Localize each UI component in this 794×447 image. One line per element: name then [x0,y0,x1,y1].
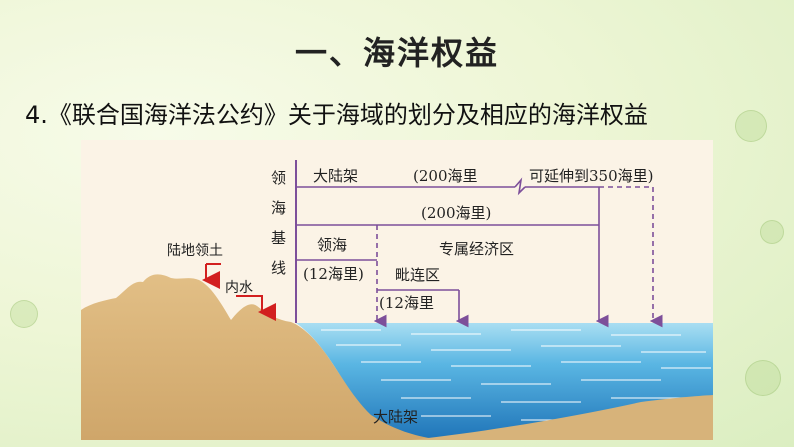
decor-bubble [745,360,781,396]
baseline-char: 基 [271,229,286,247]
baseline-char: 海 [271,199,286,217]
decor-bubble [10,300,38,328]
continental-shelf-bottom-label: 大陆架 [373,408,418,426]
contiguous-zone-range-label: (12海里 [379,294,434,312]
internal-waters-label: 内水 [225,280,253,296]
decor-bubble [760,220,784,244]
shelf-range-label: (200海里 [413,167,477,185]
decor-bubble [735,110,767,142]
land-territory-label: 陆地领土 [167,243,223,259]
baseline-char: 线 [271,259,286,277]
maritime-zones-diagram: 领 海 基 线 大陆架 (200海里 可延伸到350海里) (200海里) 领海… [81,140,713,440]
slide-subtitle: 4.《联合国海洋法公约》关于海域的划分及相应的海洋权益 [25,101,648,129]
land [81,274,441,440]
eez-range-label: (200海里) [421,204,491,222]
territorial-sea-label: 领海 [317,236,347,254]
contiguous-zone-label: 毗连区 [395,266,440,284]
slide-title: 一、海洋权益 [294,34,499,72]
internal-waters-arrow [236,295,276,321]
baseline-char: 领 [271,169,286,187]
territorial-sea-range-label: (12海里) [303,265,364,283]
shelf-extension-label: 可延伸到350海里) [529,167,653,185]
continental-shelf-label: 大陆架 [313,167,358,185]
eez-label: 专属经济区 [439,240,514,258]
land-bottom [411,395,713,440]
